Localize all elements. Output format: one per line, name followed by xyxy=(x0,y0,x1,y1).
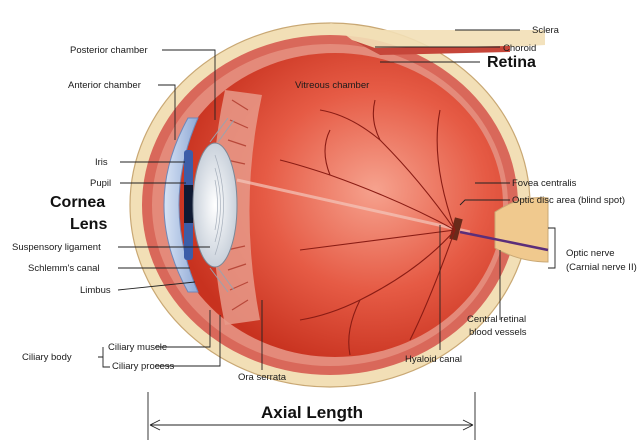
label-pupil: Pupil xyxy=(90,178,111,189)
label-choroid: Choroid xyxy=(503,43,536,54)
lens-shape xyxy=(193,143,237,267)
label-posterior-chamber: Posterior chamber xyxy=(70,45,148,56)
label-optic-disc: Optic disc area (blind spot) xyxy=(512,195,625,206)
label-axial-length: Axial Length xyxy=(261,403,363,422)
pupil-gap xyxy=(184,185,193,223)
label-retina: Retina xyxy=(487,54,536,71)
label-ora-serrata: Ora serrata xyxy=(238,372,287,383)
label-cornea: Cornea xyxy=(50,194,105,211)
label-hyaloid-canal: Hyaloid canal xyxy=(405,354,462,365)
label-vitreous-chamber: Vitreous chamber xyxy=(295,80,369,91)
label-suspensory-ligament: Suspensory ligament xyxy=(12,242,101,253)
label-ciliary-body: Ciliary body xyxy=(22,352,72,363)
optic-nerve xyxy=(495,198,548,262)
label-limbus: Limbus xyxy=(80,285,111,296)
label-ciliary-muscle: Ciliary muscle xyxy=(108,342,167,353)
label-anterior-chamber: Anterior chamber xyxy=(68,80,141,91)
label-ciliary-process: Ciliary process xyxy=(112,361,175,372)
label-iris: Iris xyxy=(95,157,108,168)
label-optic-nerve-1: Optic nerve xyxy=(566,248,615,259)
label-optic-nerve-2: (Carnial nerve II) xyxy=(566,262,637,273)
label-sclera: Sclera xyxy=(532,25,560,36)
label-schlemms-canal: Schlemm's canal xyxy=(28,263,100,274)
label-central-retinal-1: Central retinal xyxy=(467,314,526,325)
label-lens: Lens xyxy=(70,216,107,233)
label-central-retinal-2: blood vessels xyxy=(469,327,527,338)
label-fovea-centralis: Fovea centralis xyxy=(512,178,577,189)
